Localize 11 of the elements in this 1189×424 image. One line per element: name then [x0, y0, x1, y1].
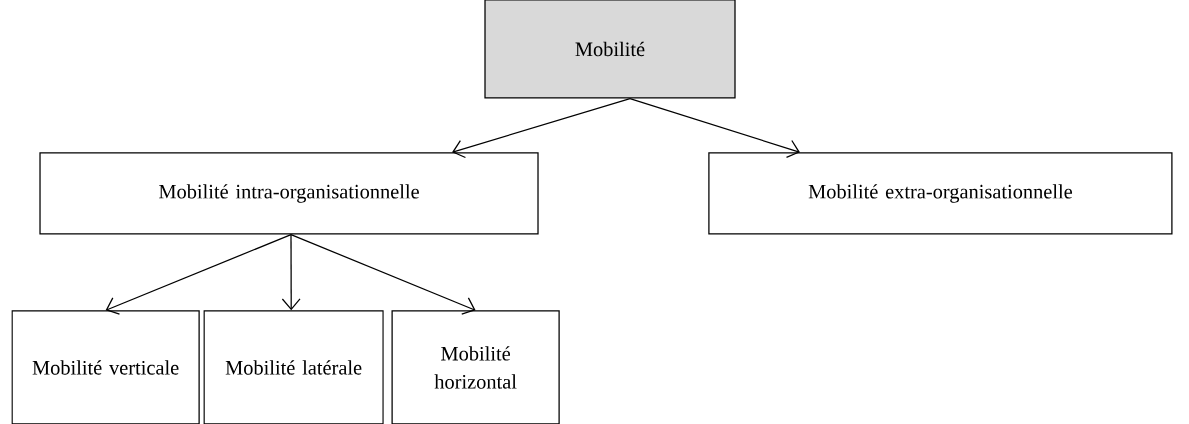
process-box: Mobilité extra-organisationnelle: [708, 152, 1173, 235]
arrow: [290, 233, 476, 315]
process-box: Mobilité intra-organisationnelle: [39, 152, 539, 235]
arrow: [629, 98, 800, 158]
arrow: [105, 233, 292, 315]
process-box: Mobilité horizontal: [391, 310, 560, 424]
arrow: [281, 233, 301, 311]
arrow: [452, 98, 631, 159]
process-box: Mobilité latérale: [203, 310, 384, 424]
process-box: Mobilité verticale: [11, 310, 200, 424]
process-box: Mobilité: [484, 0, 736, 99]
